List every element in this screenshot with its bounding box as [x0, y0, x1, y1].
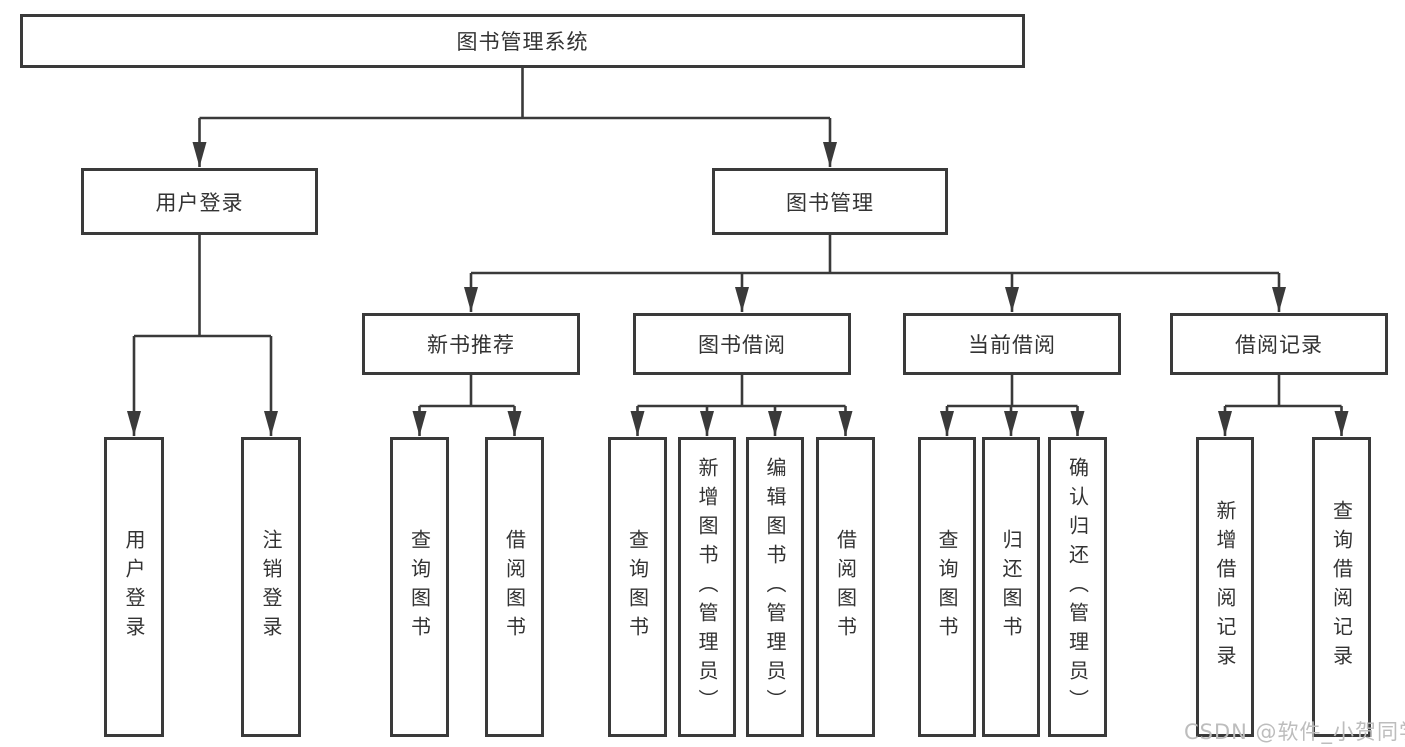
node-borrow-records: 借阅记录 [1170, 313, 1388, 375]
leaf-return-books: 归还图书 [982, 437, 1040, 737]
node-new-book-recommend: 新书推荐 [362, 313, 580, 375]
leaf-query-borrow-record: 查询借阅记录 [1312, 437, 1371, 737]
leaf-logout: 注销登录 [241, 437, 301, 737]
leaf-query-books-borrow: 查询图书 [608, 437, 667, 737]
node-current-borrow: 当前借阅 [903, 313, 1121, 375]
watermark: CSDN @软件_小贺同学 [1184, 720, 1405, 744]
leaf-add-borrow-record: 新增借阅记录 [1196, 437, 1254, 737]
node-book-management: 图书管理 [712, 168, 948, 235]
leaf-borrow-books: 借阅图书 [816, 437, 875, 737]
leaf-query-books-current: 查询图书 [918, 437, 976, 737]
leaf-add-books-admin: 新增图书（管理员） [678, 437, 736, 737]
leaf-query-books-recommend: 查询图书 [390, 437, 449, 737]
node-library-management-system: 图书管理系统 [20, 14, 1025, 68]
leaf-edit-books-admin: 编辑图书（管理员） [746, 437, 804, 737]
leaf-borrow-books-recommend: 借阅图书 [485, 437, 544, 737]
leaf-user-login: 用户登录 [104, 437, 164, 737]
node-book-borrow: 图书借阅 [633, 313, 851, 375]
leaf-confirm-return-admin: 确认归还（管理员） [1048, 437, 1107, 737]
connector-segments [134, 68, 1342, 408]
node-user-login: 用户登录 [81, 168, 318, 235]
